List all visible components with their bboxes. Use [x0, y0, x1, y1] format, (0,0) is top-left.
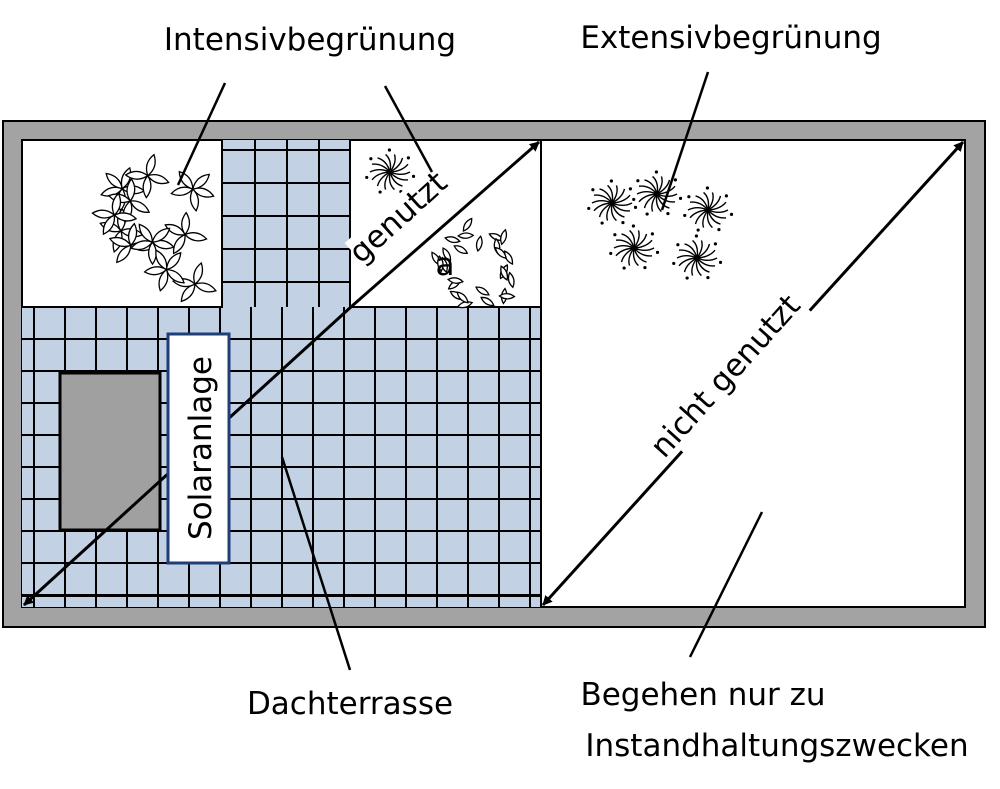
leaf-icon — [165, 268, 185, 284]
leaf-icon — [191, 187, 215, 198]
leaf-icon — [151, 227, 171, 243]
leaf-icon — [437, 255, 444, 273]
leaf-icon — [138, 223, 154, 244]
extensive-plants — [365, 148, 734, 280]
shrub-ring — [431, 217, 516, 309]
leaf-icon — [189, 187, 200, 212]
leaf-icon — [181, 211, 191, 236]
leaf-icon — [444, 236, 461, 244]
leaf-icon — [164, 223, 187, 236]
extensive-plant-icon — [365, 148, 416, 194]
leaf-icon — [155, 249, 168, 271]
leaf-icon — [111, 192, 122, 217]
leaf-icon — [113, 212, 138, 222]
leaf-icon — [116, 244, 132, 264]
extensive-plant-icon — [683, 186, 734, 232]
leaf-icon — [475, 235, 483, 253]
leaf-icon — [124, 170, 149, 180]
leaf-icon — [507, 271, 515, 289]
leaf-icon — [180, 283, 196, 303]
leaf-icon — [178, 170, 194, 190]
leaf-icon — [500, 228, 508, 246]
leaf-icon — [475, 286, 490, 296]
leaf-icon — [462, 217, 473, 232]
leaf-icon — [165, 251, 182, 271]
leaf-icon — [191, 173, 211, 190]
leaf-icon — [172, 233, 186, 255]
solar-label: Solaranlage — [183, 356, 219, 540]
leaf-icon — [170, 186, 194, 197]
leaf-icon — [130, 240, 154, 251]
leaf-icon — [129, 200, 151, 213]
marker-a: a — [436, 247, 455, 283]
extensive-plant-icon — [587, 179, 638, 225]
leaf-icon — [480, 296, 495, 307]
leaf-icon — [127, 222, 138, 247]
used-label-bg — [344, 156, 466, 270]
leaf-icon — [193, 282, 217, 293]
leaf-icon — [108, 236, 132, 248]
access-label-line2: Instandhaltungszwecken — [585, 728, 968, 764]
leaf-icon — [158, 268, 169, 292]
leaf-icon — [183, 232, 208, 242]
solar-block — [58, 371, 162, 532]
leaf-icon — [143, 266, 168, 276]
used-arrow — [351, 140, 540, 308]
extensive-plant-icon — [609, 224, 660, 270]
solar-label-box — [166, 332, 231, 565]
leaf-icon — [453, 245, 469, 254]
leaf-icon — [147, 240, 157, 266]
leaf-icon — [145, 153, 156, 177]
extensive-plant-icon — [672, 234, 723, 280]
leaf-icon — [457, 232, 475, 239]
intensive-leaves — [91, 153, 217, 303]
leaf-icon — [500, 265, 509, 282]
leaf-icon — [102, 214, 116, 236]
leaf-icon — [442, 247, 452, 263]
terrace-label: Dachterrasse — [247, 686, 453, 722]
leaf-icon — [126, 177, 136, 203]
roof-terrace-tiles — [22, 140, 541, 607]
unused-label-bg — [658, 288, 813, 454]
leaf-icon — [193, 261, 204, 286]
leaf-icon — [100, 186, 124, 197]
leaf-icon — [456, 291, 469, 304]
leaf-icon — [498, 292, 516, 300]
leaf-icon — [446, 277, 465, 284]
access-label-line1: Begehen nur zu — [580, 677, 825, 713]
leaf-icon — [146, 173, 170, 185]
extensive-label: Extensivbegrünung — [580, 20, 881, 56]
intensive-label: Intensivbegrünung — [164, 22, 456, 58]
leaf-icon — [91, 209, 116, 219]
leaf-icon — [142, 174, 152, 199]
leader-lines — [176, 71, 764, 671]
leaf-icon — [494, 246, 507, 259]
leaf-icon — [105, 172, 124, 190]
